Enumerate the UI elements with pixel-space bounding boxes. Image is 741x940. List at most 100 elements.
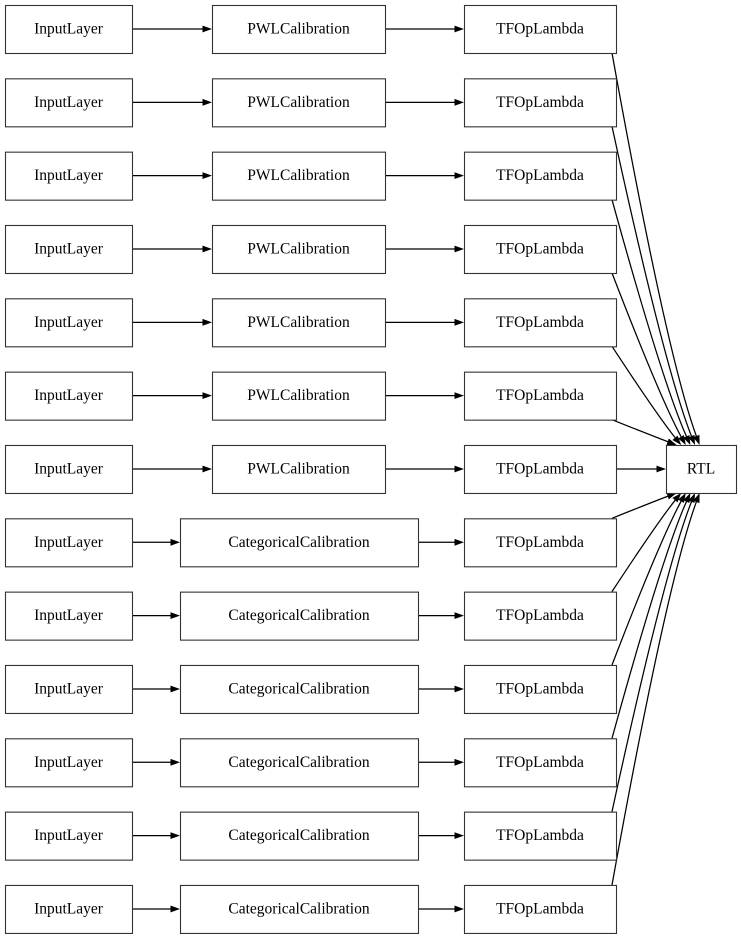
node-categorical-calibration-12[interactable]: CategoricalCalibration (179, 884, 420, 935)
node-input-layer-5-box[interactable] (4, 371, 134, 421)
node-input-layer-1[interactable]: InputLayer (4, 78, 134, 128)
node-input-layer-10-box[interactable] (4, 738, 134, 788)
node-categorical-calibration-10-box[interactable] (179, 738, 420, 788)
edge-lambda-to-output-6-arrowhead (656, 465, 666, 473)
node-tfoplambda-3-box[interactable] (463, 224, 618, 275)
node-tfoplambda-11[interactable]: TFOpLambda (463, 811, 618, 861)
node-categorical-calibration-9-box[interactable] (179, 664, 420, 715)
node-tfoplambda-1-box[interactable] (463, 78, 618, 128)
node-tfoplambda-12[interactable]: TFOpLambda (463, 884, 618, 935)
node-tfoplambda-9[interactable]: TFOpLambda (463, 664, 618, 715)
edge-input-to-calibration-10-arrowhead (170, 758, 180, 766)
edge-input-to-calibration-6-arrowhead (202, 465, 212, 473)
node-pwl-calibration-5-box[interactable] (211, 371, 387, 421)
node-tfoplambda-5[interactable]: TFOpLambda (463, 371, 618, 421)
node-input-layer-8[interactable]: InputLayer (4, 591, 134, 641)
node-input-layer-3[interactable]: InputLayer (4, 224, 134, 275)
node-pwl-calibration-5[interactable]: PWLCalibration (211, 371, 387, 421)
node-pwl-calibration-4-box[interactable] (211, 298, 387, 348)
node-categorical-calibration-8[interactable]: CategoricalCalibration (179, 591, 420, 641)
node-tfoplambda-2[interactable]: TFOpLambda (463, 151, 618, 201)
node-categorical-calibration-7-box[interactable] (179, 518, 420, 568)
edge-input-to-calibration-8-arrowhead (170, 612, 180, 620)
node-pwl-calibration-0[interactable]: PWLCalibration (211, 4, 387, 55)
node-input-layer-3-box[interactable] (4, 224, 134, 275)
node-pwl-calibration-2[interactable]: PWLCalibration (211, 151, 387, 201)
node-tfoplambda-4-box[interactable] (463, 298, 618, 348)
node-categorical-calibration-10[interactable]: CategoricalCalibration (179, 738, 420, 788)
node-tfoplambda-10-box[interactable] (463, 738, 618, 788)
node-input-layer-9-box[interactable] (4, 664, 134, 715)
node-tfoplambda-7[interactable]: TFOpLambda (463, 518, 618, 568)
node-input-layer-2[interactable]: InputLayer (4, 151, 134, 201)
node-tfoplambda-8[interactable]: TFOpLambda (463, 591, 618, 641)
node-tfoplambda-6-box[interactable] (463, 444, 618, 495)
node-categorical-calibration-11[interactable]: CategoricalCalibration (179, 811, 420, 861)
edge-lambda-to-output-8-line (611, 494, 681, 592)
node-tfoplambda-0[interactable]: TFOpLambda (463, 4, 618, 55)
node-tfoplambda-11-box[interactable] (463, 811, 618, 861)
node-rtl-output-box[interactable] (665, 444, 738, 495)
node-categorical-calibration-12-box[interactable] (179, 884, 420, 935)
edge-lambda-to-output-8-arrowhead (672, 492, 682, 503)
node-tfoplambda-5-box[interactable] (463, 371, 618, 421)
node-categorical-calibration-8-box[interactable] (179, 591, 420, 641)
edge-lambda-to-output-11-line (611, 497, 694, 812)
node-pwl-calibration-4[interactable]: PWLCalibration (211, 298, 387, 348)
node-input-layer-2-box[interactable] (4, 151, 134, 201)
node-tfoplambda-0-box[interactable] (463, 4, 618, 55)
node-input-layer-6[interactable]: InputLayer (4, 444, 134, 495)
node-pwl-calibration-2-box[interactable] (211, 151, 387, 201)
node-input-layer-1-box[interactable] (4, 78, 134, 128)
node-input-layer-12[interactable]: InputLayer (4, 884, 134, 935)
node-input-layer-11[interactable]: InputLayer (4, 811, 134, 861)
node-input-layer-0-box[interactable] (4, 4, 134, 55)
node-tfoplambda-7-box[interactable] (463, 518, 618, 568)
node-pwl-calibration-1[interactable]: PWLCalibration (211, 78, 387, 128)
node-pwl-calibration-6[interactable]: PWLCalibration (211, 444, 387, 495)
node-tfoplambda-10[interactable]: TFOpLambda (463, 738, 618, 788)
node-categorical-calibration-10-label: CategoricalCalibration (228, 754, 369, 771)
node-input-layer-4[interactable]: InputLayer (4, 298, 134, 348)
node-input-layer-10-label: InputLayer (34, 754, 104, 771)
node-input-layer-11-box[interactable] (4, 811, 134, 861)
node-tfoplambda-10-label: TFOpLambda (496, 754, 584, 771)
node-tfoplambda-2-box[interactable] (463, 151, 618, 201)
node-tfoplambda-8-box[interactable] (463, 591, 618, 641)
node-categorical-calibration-9[interactable]: CategoricalCalibration (179, 664, 420, 715)
node-categorical-calibration-7[interactable]: CategoricalCalibration (179, 518, 420, 568)
node-pwl-calibration-6-box[interactable] (211, 444, 387, 495)
node-tfoplambda-3[interactable]: TFOpLambda (463, 224, 618, 275)
node-tfoplambda-12-box[interactable] (463, 884, 618, 935)
edge-calibration-to-lambda-7-arrowhead (454, 538, 464, 546)
edge-calibration-to-lambda-10-arrowhead (454, 758, 464, 766)
node-pwl-calibration-3-box[interactable] (211, 224, 387, 275)
node-pwl-calibration-0-box[interactable] (211, 4, 387, 55)
edge-lambda-to-output-7-line (611, 492, 676, 519)
edge-lambda-to-output-2-line (611, 199, 690, 442)
node-input-layer-7[interactable]: InputLayer (4, 518, 134, 568)
node-input-layer-12-box[interactable] (4, 884, 134, 935)
node-input-layer-9[interactable]: InputLayer (4, 664, 134, 715)
node-input-layer-6-box[interactable] (4, 444, 134, 495)
node-rtl-output[interactable]: RTL (665, 444, 738, 495)
node-input-layer-10[interactable]: InputLayer (4, 738, 134, 788)
node-categorical-calibration-11-box[interactable] (179, 811, 420, 861)
node-input-layer-7-box[interactable] (4, 518, 134, 568)
edges-layer (132, 25, 700, 913)
node-tfoplambda-12-label: TFOpLambda (496, 901, 584, 918)
node-input-layer-4-box[interactable] (4, 298, 134, 348)
node-input-layer-5[interactable]: InputLayer (4, 371, 134, 421)
edge-input-to-calibration-7-arrowhead (170, 538, 180, 546)
node-input-layer-0[interactable]: InputLayer (4, 4, 134, 55)
node-tfoplambda-9-box[interactable] (463, 664, 618, 715)
node-tfoplambda-6[interactable]: TFOpLambda (463, 444, 618, 495)
edge-calibration-to-lambda-12-arrowhead (454, 905, 464, 913)
node-pwl-calibration-1-box[interactable] (211, 78, 387, 128)
node-pwl-calibration-3[interactable]: PWLCalibration (211, 224, 387, 275)
node-categorical-calibration-12-label: CategoricalCalibration (228, 901, 369, 918)
node-tfoplambda-1[interactable]: TFOpLambda (463, 78, 618, 128)
node-input-layer-8-box[interactable] (4, 591, 134, 641)
node-categorical-calibration-11-label: CategoricalCalibration (228, 827, 369, 844)
node-tfoplambda-4[interactable]: TFOpLambda (463, 298, 618, 348)
